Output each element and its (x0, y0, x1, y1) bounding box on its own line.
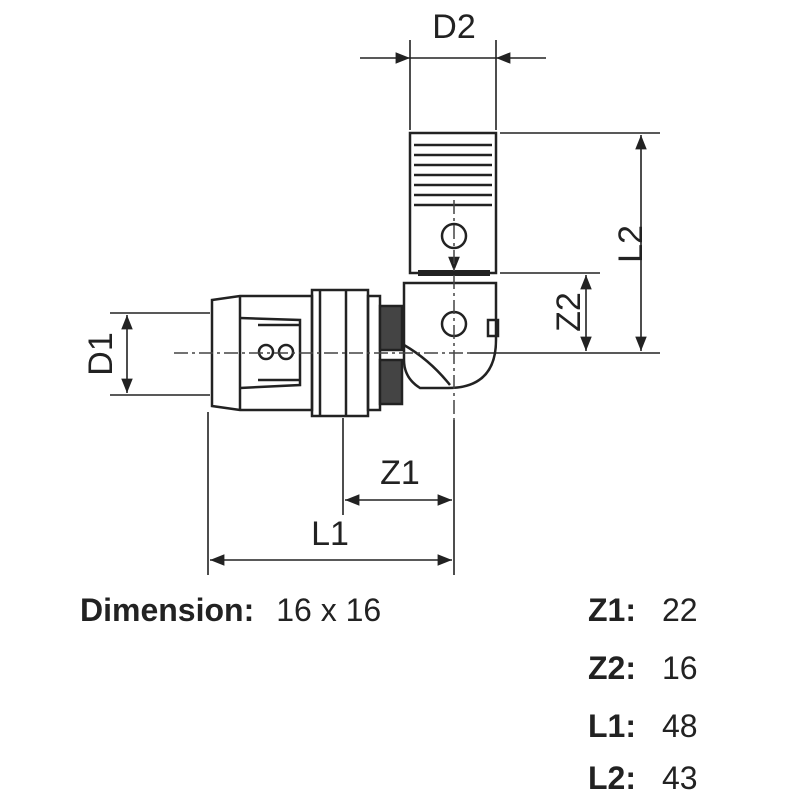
spec-l1: L1: 48 (588, 708, 698, 744)
spec-z2-value: 16 (662, 650, 698, 686)
label-z2: Z2 (550, 292, 588, 332)
fitting-technical-drawing: D2 L2 Z2 D1 Z1 L1 (82, 8, 660, 575)
spec-l1-label: L1: (588, 708, 636, 744)
spec-l2-label: L2: (588, 760, 636, 796)
centerlines (174, 200, 470, 420)
label-l2: L2 (612, 225, 650, 263)
spec-dimension-value: 16 x 16 (276, 592, 382, 628)
spec-l1-value: 48 (662, 708, 698, 744)
spec-z1: Z1: 22 (588, 592, 698, 628)
label-d1: D1 (82, 332, 120, 375)
dimension-lines (110, 40, 660, 575)
spec-z2-label: Z2: (588, 650, 636, 686)
label-l1: L1 (311, 515, 349, 553)
spec-dimension: Dimension: 16 x 16 (80, 592, 381, 628)
spec-z1-label: Z1: (588, 592, 636, 628)
spec-l2-value: 43 (662, 760, 698, 796)
elbow-fitting (210, 131, 500, 418)
label-z1: Z1 (380, 454, 420, 492)
label-d2: D2 (432, 8, 475, 46)
spec-l2: L2: 43 (588, 760, 698, 796)
elbow-body (402, 270, 500, 390)
vertical-outlet (408, 131, 498, 275)
spec-z1-value: 22 (662, 592, 698, 628)
spec-dimension-label: Dimension: (80, 592, 255, 628)
spec-z2: Z2: 16 (588, 650, 698, 686)
